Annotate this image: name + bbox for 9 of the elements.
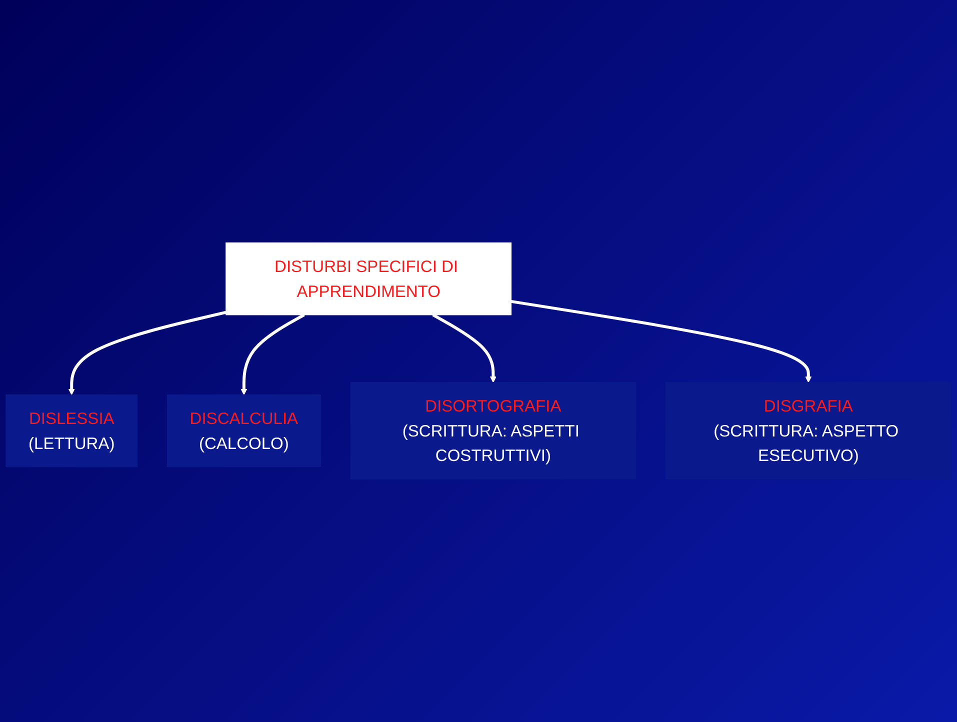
node-box: DISCALCULIA (CALCOLO) — [166, 394, 321, 468]
arrow — [510, 300, 812, 383]
arrow — [68, 310, 226, 396]
node-box: DISORTOGRAFIA (SCRITTURA: ASPETTI COSTRUTTIVI) — [350, 382, 636, 480]
arrow — [432, 314, 496, 383]
node-box: DISTURBI SPECIFICI DI APPRENDIMENTO — [226, 242, 512, 316]
arrow — [240, 314, 305, 396]
node-box: DISGRAFIA (SCRITTURA: ASPETTO ESECUTIVO) — [665, 382, 952, 480]
node-box: DISLESSIA (LETTURA) — [6, 394, 138, 468]
